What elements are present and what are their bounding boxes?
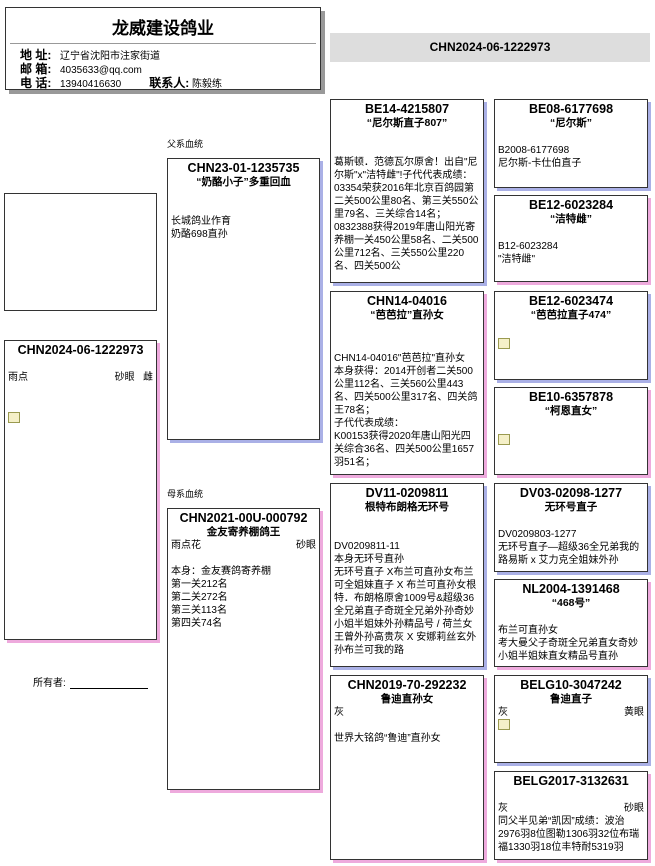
pigeon-name: “芭芭拉”直孙女	[370, 309, 444, 321]
ring-number: BELG2017-3132631	[513, 774, 629, 788]
ring-number: DV11-0209811	[365, 486, 449, 500]
owner-label: 所有者:	[33, 678, 66, 689]
pigeon-notes: B2008-6177698 尼尔斯-卡仕伯直子	[498, 145, 582, 169]
phone: 13940416630	[60, 79, 122, 90]
pigeon-name: “柯恩直女”	[544, 405, 598, 417]
pigeon-notes: 世界大铭鸽“鲁迪”直孙女	[334, 733, 441, 744]
dam-ring: CHN2021-00U-000792	[179, 511, 308, 525]
address: 辽宁省沈阳市注家街道	[60, 51, 160, 62]
pigeon-notes: DV0209803-1277 无环号直子—超级36全兄弟我的路易斯 x 艾力克全…	[498, 529, 640, 566]
note-icon[interactable]	[8, 412, 20, 423]
ring-number: CHN14-04016	[367, 294, 447, 308]
pigeon-name: “芭芭拉直子474”	[530, 309, 612, 321]
ring-number: NL2004-1391468	[522, 582, 620, 596]
subject-card[interactable]: CHN2024-06-1222973 雨点 砂眼 雌	[4, 340, 157, 640]
pigeon-eye: 砂眼	[624, 803, 644, 814]
pigeon-name: “尼尔斯”	[550, 117, 592, 129]
pigeon-name: 无环号直子	[544, 501, 598, 513]
dam-card[interactable]: CHN2021-00U-000792 金友寄养棚鸽王 雨点花 砂眼 本身：金友赛鸽…	[167, 508, 320, 790]
contact: 陈毅练	[191, 79, 222, 90]
subject-sex: 雌	[143, 372, 153, 383]
ring-number: BE08-6177698	[528, 102, 614, 116]
ring-banner: CHN2024-06-1222973	[330, 33, 650, 62]
pigeon-notes: B12-6023284 "洁特雌"	[498, 241, 559, 265]
subject-color: 雨点	[8, 372, 28, 383]
pigeon-name: 鲁迪直孙女	[380, 693, 434, 705]
sire-dam-card[interactable]: CHN14-04016 “芭芭拉”直孙女 CHN14-04016"芭芭拉"直孙女…	[330, 291, 484, 475]
loft-title: 龙威建设鸽业	[112, 19, 214, 38]
owner-line[interactable]	[69, 678, 148, 689]
ring-number: BE10-6357878	[528, 390, 614, 404]
dam-line-label: 母系血统	[167, 489, 204, 499]
pigeon-name: 鲁迪直子	[550, 693, 592, 705]
pigeon-notes: 葛斯顿．范德瓦尔原舍！出自"尼尔斯"x"洁特雌"!子代代表成绩：03354荣获2…	[334, 157, 479, 272]
note-icon[interactable]	[498, 434, 510, 445]
divider	[10, 43, 316, 44]
subject-ring: CHN2024-06-1222973	[17, 343, 144, 357]
ring-number: BELG10-3047242	[520, 678, 622, 692]
sire-notes: 长城鸽业作育 奶酪698直孙	[171, 216, 231, 240]
owner-field: 所有者:	[33, 674, 148, 689]
sire-line-label: 父系血统	[167, 139, 204, 149]
email: 4035633@qq.com	[60, 65, 142, 76]
pigeon-notes: 同父半见弟“凯因”成绩：波治2976羽8位图勒1306羽32位布瑞福1330羽1…	[498, 816, 640, 853]
sds-card[interactable]: BE12-6023474 “芭芭拉直子474”	[494, 291, 648, 380]
sss-card[interactable]: BE08-6177698 “尼尔斯” B2008-6177698 尼尔斯-卡仕伯…	[494, 99, 648, 188]
pigeon-name: “尼尔斯直子807”	[366, 117, 448, 129]
loft-header: 龙威建设鸽业 地 址: 辽宁省沈阳市注家街道 邮 箱: 4035633@qq.com…	[5, 7, 321, 90]
ssd-card[interactable]: BE12-6023284 “洁特雌” B12-6023284 "洁特雌"	[494, 195, 648, 282]
pigeon-notes: DV0209811-11 本身无环号直孙 无环号直子 X布兰可直孙女布兰可全姐妹…	[334, 541, 477, 656]
ring-number: BE12-6023474	[528, 294, 614, 308]
pigeon-name: 根特布朗格无环号	[365, 501, 449, 513]
ring-number: BE12-6023284	[528, 198, 614, 212]
pigeon-color: 灰	[498, 707, 508, 718]
contact-label: 联系人:	[149, 76, 190, 90]
photo-box[interactable]	[4, 193, 157, 311]
ring-number: BE14-4215807	[364, 102, 450, 116]
dam-eye: 砂眼	[296, 540, 316, 551]
address-label: 地 址:	[20, 48, 52, 62]
pigeon-color: 灰	[334, 707, 344, 718]
sdd-card[interactable]: BE10-6357878 “柯恩直女”	[494, 387, 648, 475]
phone-label: 电 话:	[20, 76, 52, 90]
pigeon-notes: 布兰可直孙女 考大曼父子奇斑全兄弟直女奇妙小姐半姐妹直女精品号直孙	[498, 625, 638, 662]
ring-number: CHN2019-70-292232	[347, 678, 467, 692]
dam-dam-card[interactable]: CHN2019-70-292232 鲁迪直孙女 灰 世界大铭鸽“鲁迪”直孙女	[330, 675, 484, 860]
pigeon-name: “洁特雌”	[550, 213, 592, 225]
sire-sire-card[interactable]: BE14-4215807 “尼尔斯直子807” 葛斯顿．范德瓦尔原舍！出自"尼尔…	[330, 99, 484, 283]
dsd-card[interactable]: NL2004-1391468 “468号” 布兰可直孙女 考大曼父子奇斑全兄弟直…	[494, 579, 648, 667]
ring-number: DV03-02098-1277	[519, 486, 623, 500]
dam-notes: 本身：金友赛鸽寄养棚 第一关212名 第二关272名 第三关113名 第四关74…	[171, 566, 271, 629]
pigeon-name: “468号”	[551, 597, 591, 609]
dds-card[interactable]: BELG10-3047242 鲁迪直子 灰 黄眼	[494, 675, 648, 763]
note-icon[interactable]	[498, 719, 510, 730]
note-icon[interactable]	[498, 338, 510, 349]
pigeon-notes: CHN14-04016"芭芭拉"直孙女 本身获得：2014开创者二关500公里1…	[334, 353, 478, 468]
dss-card[interactable]: DV03-02098-1277 无环号直子 DV0209803-1277 无环号…	[494, 483, 648, 572]
email-label: 邮 箱:	[20, 62, 52, 76]
pigeon-color: 灰	[498, 803, 508, 814]
sire-card[interactable]: CHN23-01-1235735 “奶酪小子”多重回血 长城鸽业作育 奶酪698…	[167, 158, 320, 440]
dam-name: 金友寄养棚鸽王	[206, 526, 281, 538]
sire-ring: CHN23-01-1235735	[187, 161, 300, 175]
subject-eye: 砂眼	[114, 372, 135, 383]
dam-sire-card[interactable]: DV11-0209811 根特布朗格无环号 DV0209811-11 本身无环号…	[330, 483, 484, 667]
pigeon-eye: 黄眼	[624, 707, 644, 718]
ddd-card[interactable]: BELG2017-3132631 灰 砂眼 同父半见弟“凯因”成绩：波治2976羽…	[494, 771, 648, 860]
dam-color: 雨点花	[171, 540, 201, 551]
sire-name: “奶酪小子”多重回血	[196, 176, 291, 188]
